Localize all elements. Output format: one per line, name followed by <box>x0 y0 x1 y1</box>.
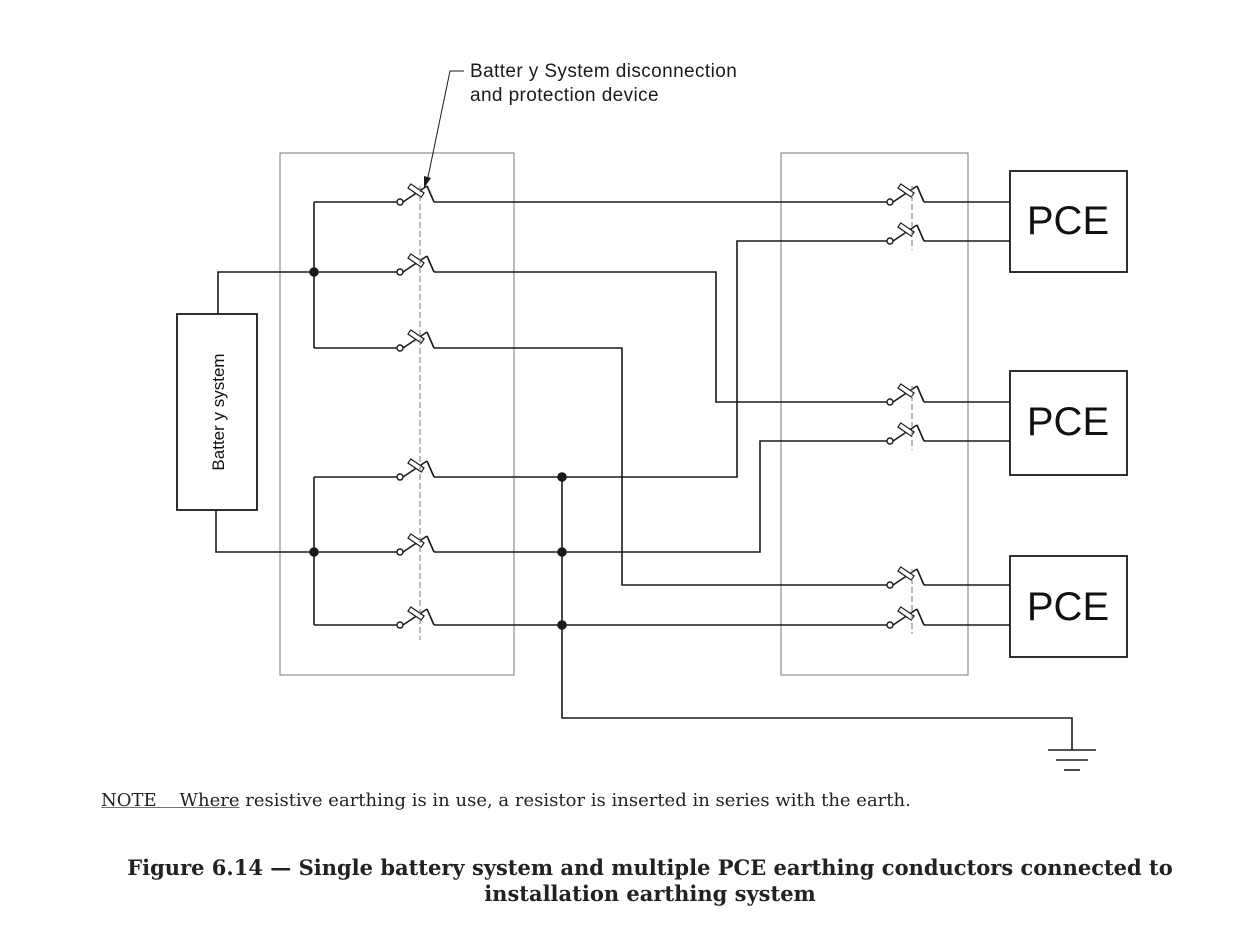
battery-negative-wire <box>215 510 314 553</box>
disconnect-device-symbol <box>886 606 925 629</box>
battery-system-label: Batter y system <box>209 353 228 470</box>
disconnect-device-symbol <box>396 253 435 276</box>
junction-dot <box>557 472 567 482</box>
note-text: NOTE Where resistive earthing is in use,… <box>101 790 911 811</box>
junction-dot <box>309 267 319 277</box>
callout-leader <box>426 70 464 183</box>
pce-label: PCE <box>1027 585 1109 629</box>
left-bus-negative <box>313 476 397 626</box>
battery-positive-wire <box>217 271 314 314</box>
pce-feeds <box>924 201 1010 626</box>
note-first-word: Where <box>179 790 240 811</box>
conductor-4 <box>434 240 887 478</box>
figure-caption: Figure 6.14 — Single battery system and … <box>100 855 1200 907</box>
pce-label: PCE <box>1027 400 1109 444</box>
callout-line: and protection device <box>470 85 660 106</box>
conductor-5 <box>434 440 887 553</box>
disconnection-device-callout: Batter y System disconnection and protec… <box>470 60 737 108</box>
disconnect-device-symbol <box>396 606 435 629</box>
note-rest: resistive earthing is in use, a resistor… <box>239 790 911 811</box>
junction-dot <box>309 547 319 557</box>
disconnect-device-symbol <box>396 329 435 352</box>
junction-dot <box>557 620 567 630</box>
junction-dot <box>557 547 567 557</box>
left-bus-positive <box>313 201 397 349</box>
disconnect-device-symbol <box>886 222 925 245</box>
disconnect-device-symbol <box>396 458 435 481</box>
disconnect-device-symbol <box>886 566 925 589</box>
conductor-3 <box>434 347 887 586</box>
pce-label: PCE <box>1027 199 1109 243</box>
earth-conductor <box>561 477 1096 771</box>
note-prefix: NOTE <box>101 790 157 811</box>
pce-box-2 <box>1009 370 1128 476</box>
disconnect-device-symbol <box>396 533 435 556</box>
disconnect-device-symbol <box>886 383 925 406</box>
battery-system-box <box>176 313 258 511</box>
note-gap <box>157 790 180 811</box>
pce-side-enclosure <box>780 152 969 676</box>
disconnect-device-symbol <box>886 422 925 445</box>
battery-side-enclosure <box>279 152 515 676</box>
pce-box-3 <box>1009 555 1128 658</box>
pce-box-1 <box>1009 170 1128 273</box>
left-disconnect-devices <box>396 183 435 629</box>
disconnect-device-symbol <box>886 183 925 206</box>
right-disconnect-devices <box>886 183 925 629</box>
callout-line: Batter y System disconnection <box>470 61 738 82</box>
conductor-2 <box>434 271 887 403</box>
caption-line: Figure 6.14 — Single battery system and … <box>127 855 1173 880</box>
caption-line: installation earthing system <box>484 881 816 906</box>
disconnect-device-symbol <box>396 183 435 206</box>
